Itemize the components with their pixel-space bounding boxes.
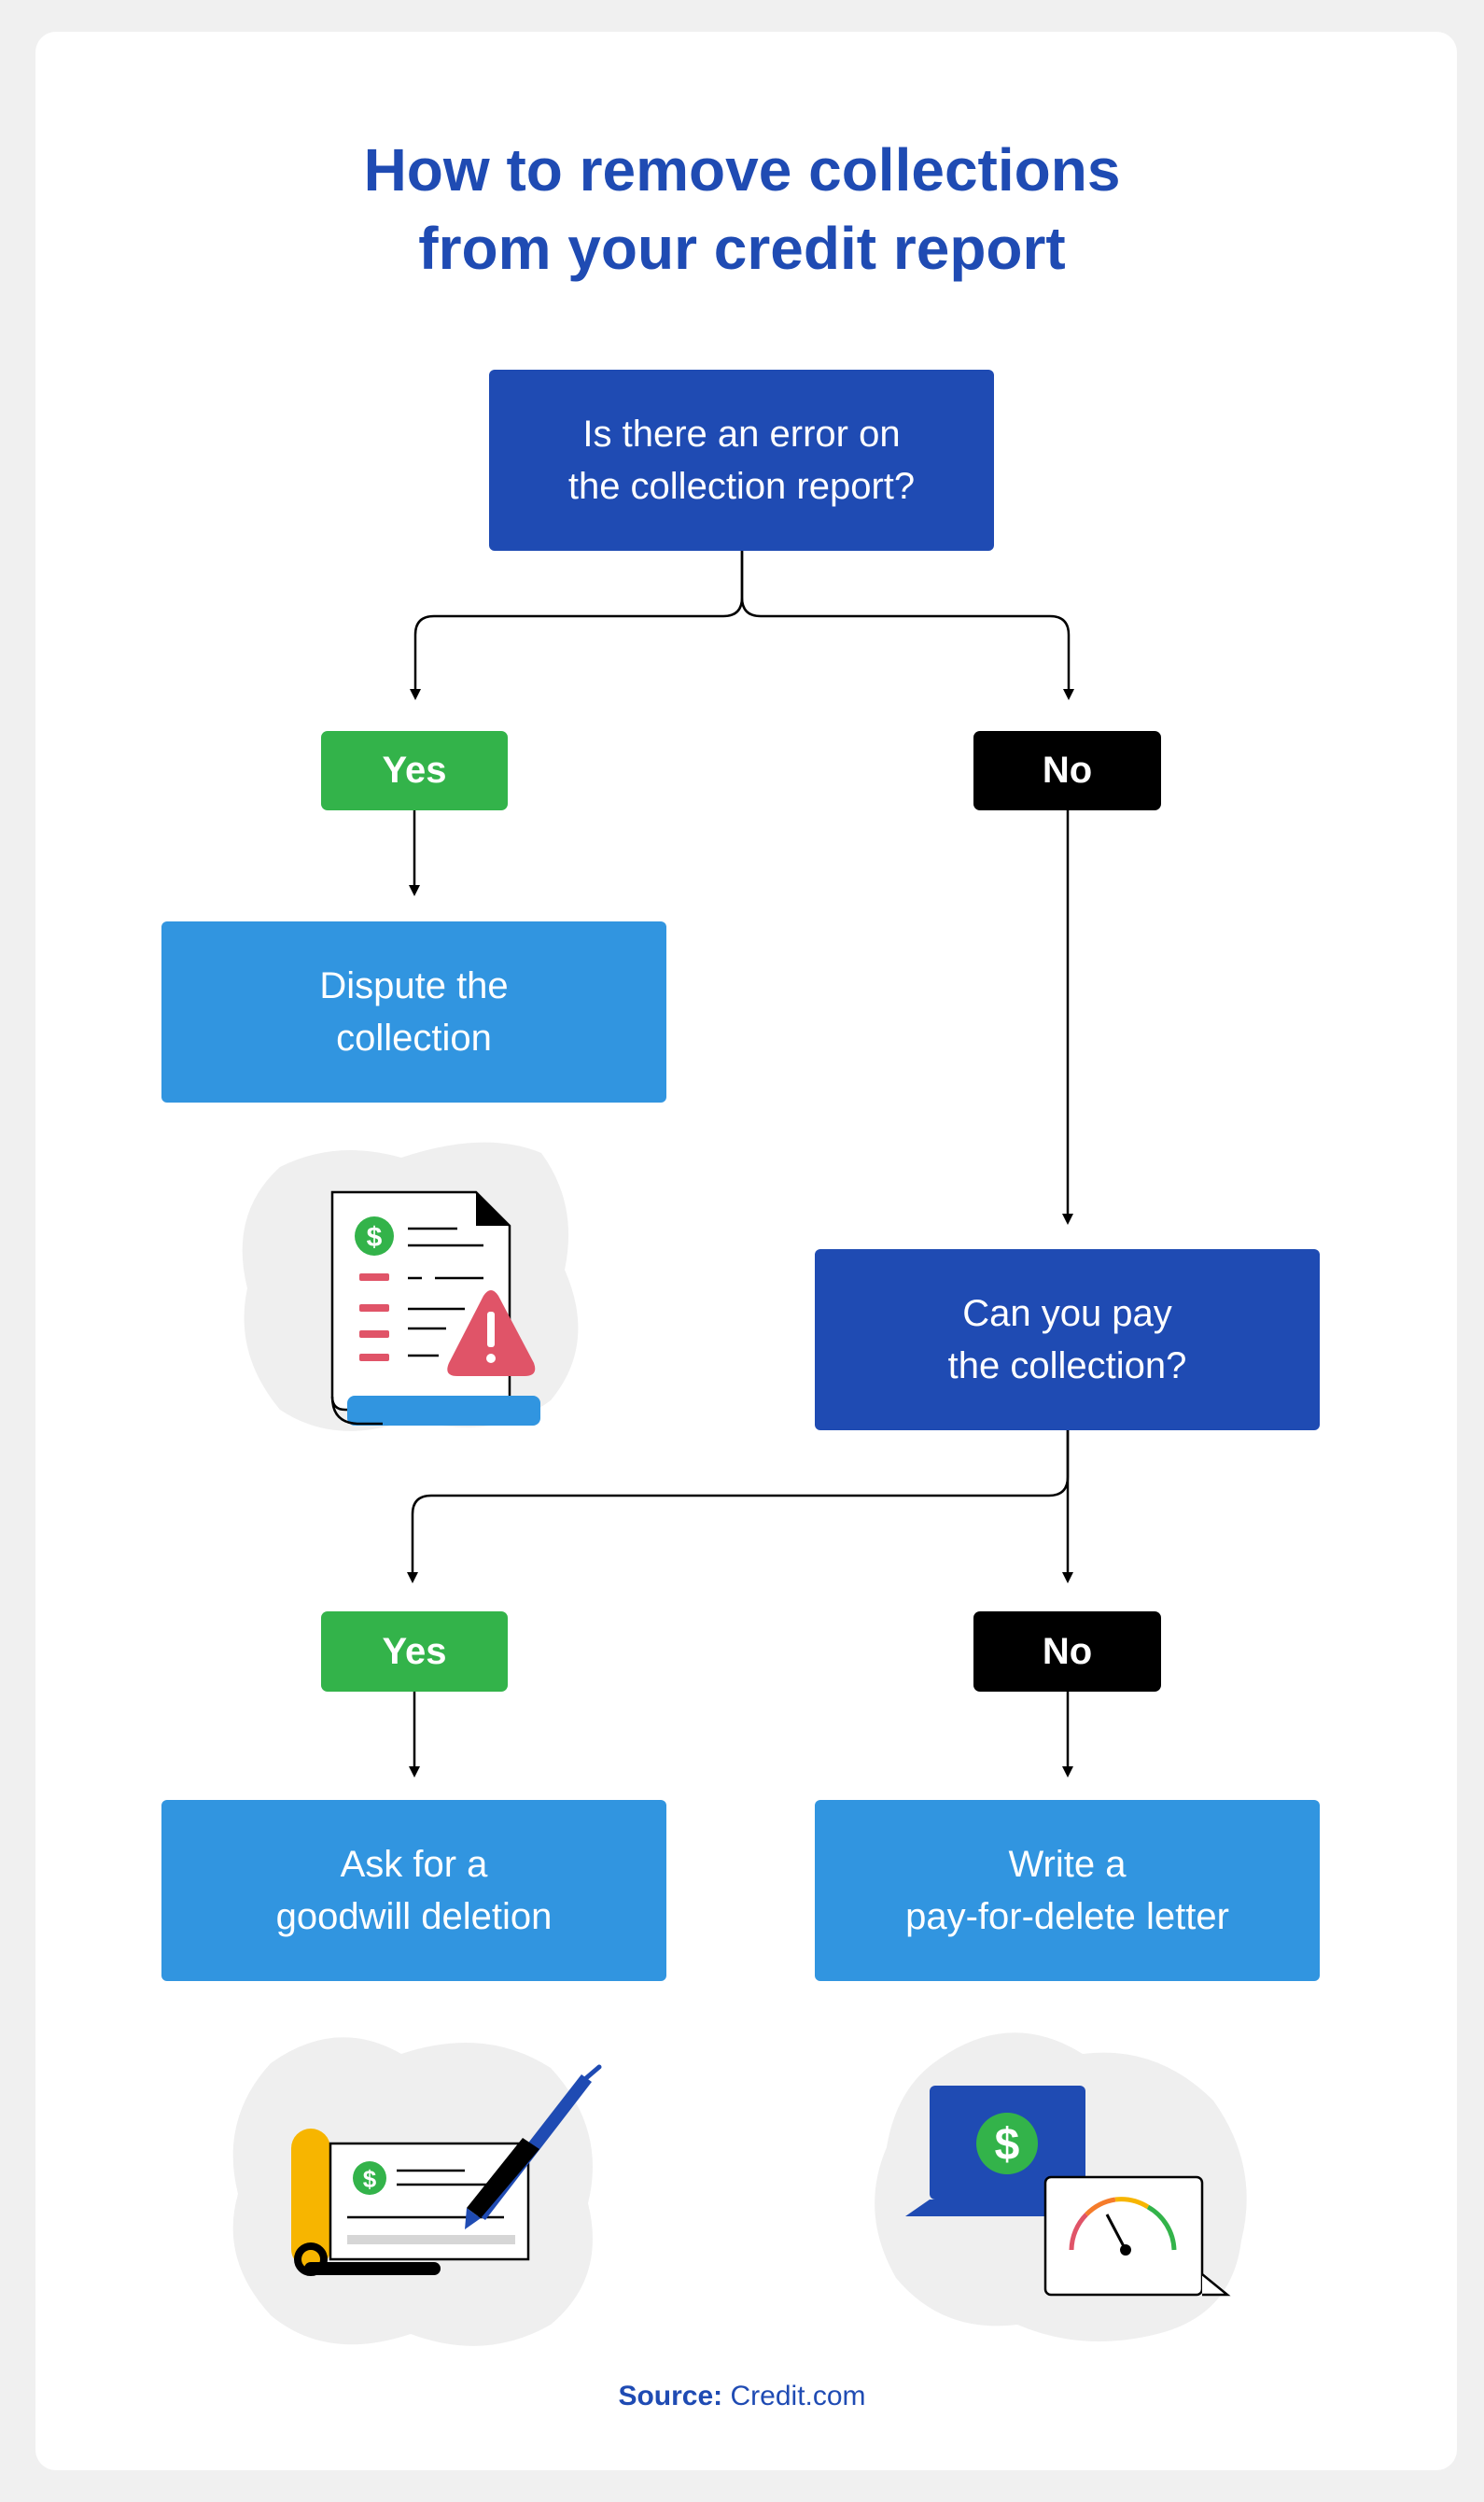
answer-yes-error: Yes [321,731,508,810]
connector-q1-yes [410,551,744,700]
question-pay-line-2: the collection? [947,1345,1187,1386]
svg-text:$: $ [363,2165,377,2193]
action-goodwill-line-2: goodwill deletion [275,1896,553,1937]
action-pay-for-delete-line-1: Write a [1008,1844,1127,1885]
question-error-line-2: the collection report? [567,466,916,507]
cheque-dollar-sign-icon: $ [353,2161,386,2195]
page-title: How to remove collections from your cred… [0,131,1484,288]
question-error-box: Is there an error on the collection repo… [489,370,994,551]
source-credit: Source: Credit.com [0,2381,1484,2412]
action-goodwill-line-1: Ask for a [340,1844,488,1885]
action-dispute-line-2: collection [336,1018,492,1059]
source-label: Source: [618,2381,723,2411]
laptop-dollar-sign-icon: $ [976,2113,1038,2174]
svg-text:$: $ [995,2120,1020,2170]
action-dispute-box: Dispute the collection [161,921,666,1103]
action-dispute-line-1: Dispute the [319,965,509,1006]
answer-no-pay: No [973,1611,1161,1692]
source-value: Credit.com [730,2381,866,2411]
question-pay-line-1: Can you pay [962,1293,1172,1334]
action-pay-for-delete-line-2: pay-for-delete letter [905,1896,1229,1937]
paper-roll-yellow [291,2129,330,2269]
red-list-markers [359,1273,389,1361]
warning-triangle-icon [447,1290,536,1376]
title-line-2: from your credit report [418,215,1066,282]
credit-score-gauge-icon [1043,2175,1231,2297]
question-pay-box: Can you pay the collection? [815,1249,1320,1430]
answer-no-error: No [973,731,1161,810]
answer-yes-pay: Yes [321,1611,508,1692]
action-goodwill-box: Ask for a goodwill deletion [161,1800,666,1981]
connector-q1-no [740,551,1074,700]
pen-icon [465,2064,602,2229]
dispute-dollar-sign-icon: $ [355,1216,394,1256]
svg-text:$: $ [367,1222,383,1253]
title-line-1: How to remove collections [363,136,1121,204]
question-error-line-1: Is there an error on [582,414,901,455]
action-pay-for-delete-box: Write a pay-for-delete letter [815,1800,1320,1981]
